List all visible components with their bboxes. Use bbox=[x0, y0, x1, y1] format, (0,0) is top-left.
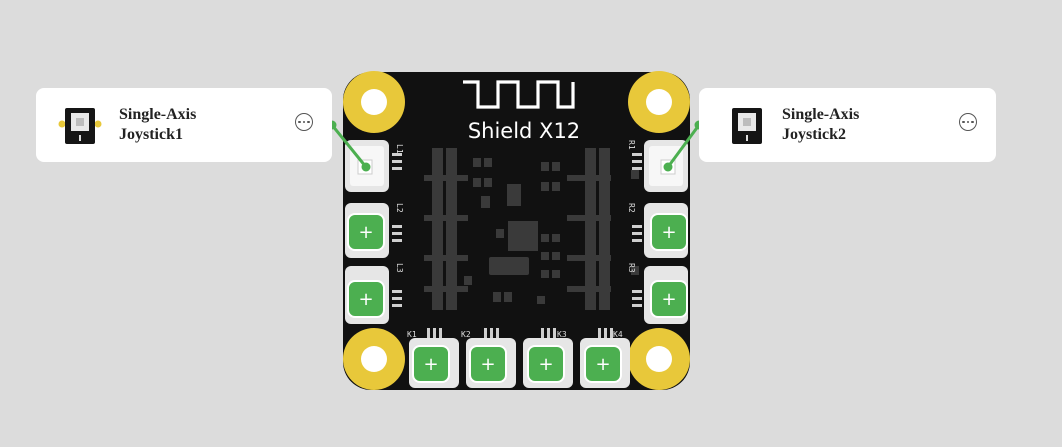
port-label-k3: K3 bbox=[557, 330, 567, 339]
mount-hole-top-left bbox=[343, 71, 405, 133]
port-label-l2: L2 bbox=[395, 203, 404, 213]
mount-hole-bottom-left bbox=[343, 328, 405, 390]
port-label-r1: R1 bbox=[627, 140, 636, 150]
port-label-k4: K4 bbox=[613, 330, 623, 339]
port-label-l1: L1 bbox=[395, 144, 404, 154]
svg-text:+: + bbox=[595, 354, 610, 375]
add-port-k3-button[interactable]: + bbox=[523, 338, 573, 388]
svg-text:+: + bbox=[661, 222, 676, 243]
add-port-k1-button[interactable]: + bbox=[409, 338, 459, 388]
add-port-r2-button[interactable]: + bbox=[644, 203, 688, 258]
module-title-line1: Single-Axis bbox=[782, 106, 860, 123]
module-card-joystick1[interactable]: Single-Axis Joystick1 bbox=[36, 88, 332, 162]
port-label-k2: K2 bbox=[461, 330, 471, 339]
joystick-module-icon bbox=[732, 108, 762, 144]
add-port-r3-button[interactable]: + bbox=[644, 266, 688, 324]
module-card-joystick2[interactable]: Single-Axis Joystick2 bbox=[699, 88, 996, 162]
svg-text:+: + bbox=[661, 289, 676, 310]
svg-text:+: + bbox=[423, 354, 438, 375]
more-options-button[interactable] bbox=[295, 113, 313, 131]
module-title-line2: Joystick2 bbox=[782, 126, 846, 143]
svg-text:+: + bbox=[358, 222, 373, 243]
port-label-r2: R2 bbox=[627, 203, 636, 213]
add-port-k4-button[interactable]: + bbox=[580, 338, 630, 388]
svg-text:+: + bbox=[358, 289, 373, 310]
board-logo-text: Shield X12 bbox=[468, 119, 580, 143]
add-port-l2-button[interactable]: + bbox=[345, 203, 389, 258]
module-title-line1: Single-Axis bbox=[119, 106, 197, 123]
mount-hole-top-right bbox=[628, 71, 690, 133]
module-title: Single-Axis Joystick2 bbox=[782, 105, 922, 145]
svg-text:+: + bbox=[480, 354, 495, 375]
module-title-line2: Joystick1 bbox=[119, 126, 183, 143]
waveform-logo-icon bbox=[463, 80, 575, 109]
board-components bbox=[424, 148, 639, 310]
joystick-module-icon bbox=[58, 108, 102, 144]
port-label-l3: L3 bbox=[395, 263, 404, 273]
port-label-k1: K1 bbox=[407, 330, 417, 339]
svg-text:+: + bbox=[538, 354, 553, 375]
port-label-r3: R3 bbox=[627, 263, 636, 273]
add-port-k2-button[interactable]: + bbox=[466, 338, 516, 388]
more-options-button[interactable] bbox=[959, 113, 977, 131]
add-port-l3-button[interactable]: + bbox=[345, 266, 389, 324]
mount-hole-bottom-right bbox=[628, 328, 690, 390]
module-title: Single-Axis Joystick1 bbox=[119, 105, 259, 145]
